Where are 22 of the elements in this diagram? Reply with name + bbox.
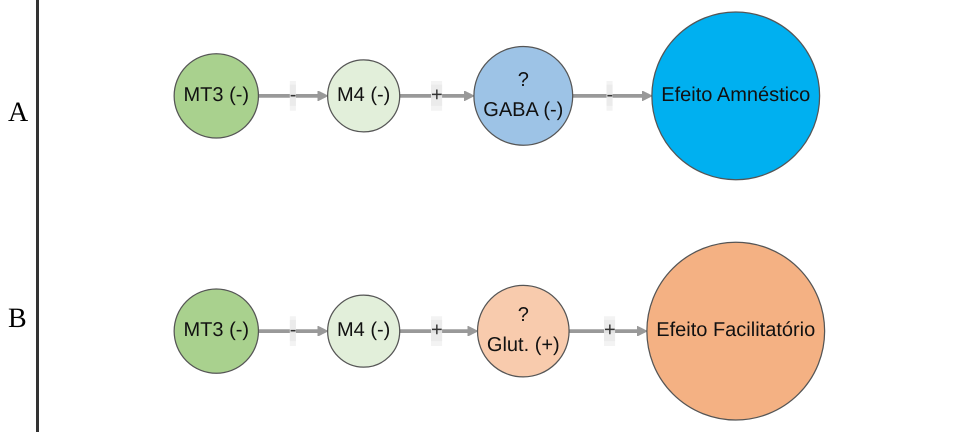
edge-label: - bbox=[606, 84, 614, 106]
arrow bbox=[400, 326, 478, 337]
edge-label: + bbox=[604, 320, 616, 342]
node-circle: Efeito Amnéstico bbox=[652, 11, 820, 180]
arrow bbox=[569, 326, 648, 337]
node-circle: MT3 (-) bbox=[174, 288, 260, 374]
arrow bbox=[572, 90, 653, 102]
node-circle: Efeito Facilitatório bbox=[646, 242, 826, 421]
node-circle: ? Glut. (+) bbox=[477, 284, 570, 378]
arrow bbox=[258, 326, 328, 337]
node-circle: MT3 (-) bbox=[174, 53, 260, 139]
panel-letter: B bbox=[8, 303, 28, 335]
arrow bbox=[258, 90, 328, 102]
edge-label: - bbox=[290, 84, 297, 106]
edge-label: + bbox=[431, 320, 443, 342]
edge-label: - bbox=[290, 320, 297, 342]
edge-label: + bbox=[431, 84, 443, 106]
node-circle: M4 (-) bbox=[327, 294, 401, 368]
arrow bbox=[400, 90, 475, 102]
node-circle: M4 (-) bbox=[327, 59, 401, 133]
panel-letter: A bbox=[8, 97, 28, 129]
node-circle: ? GABA (-) bbox=[474, 46, 574, 146]
